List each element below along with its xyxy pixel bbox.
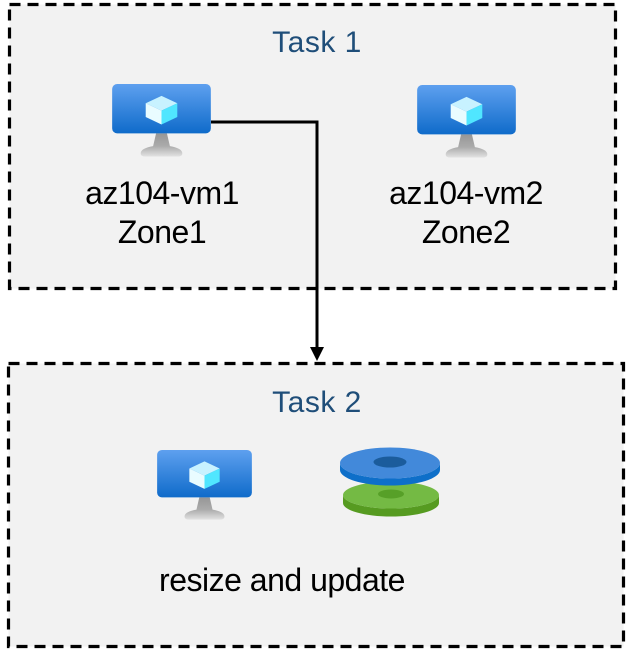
task1-title: Task 1 — [272, 26, 362, 59]
blue-disk-side — [340, 463, 440, 486]
cube-top-face — [189, 461, 220, 476]
vm-stand — [140, 133, 183, 157]
vm1-label: az104-vm1 Zone1 — [32, 174, 292, 252]
flow-arrow-line — [211, 120, 319, 348]
green-disk — [343, 481, 439, 517]
blue-disk-hole — [373, 456, 407, 468]
azure-vm-icon — [157, 450, 252, 520]
cube-left-face — [145, 103, 162, 125]
vm-stand — [445, 134, 488, 158]
flow-arrow-head — [310, 347, 324, 361]
cube-right-face — [466, 104, 483, 126]
task2-caption: resize and update — [159, 562, 405, 598]
green-disk-hole — [378, 489, 404, 499]
vm1-zone: Zone1 — [117, 214, 207, 250]
cube-right-face — [204, 468, 220, 489]
cube-right-face — [161, 103, 178, 125]
green-disk-side — [343, 495, 439, 517]
vm2-name: az104-vm2 — [389, 175, 543, 211]
blue-disk — [340, 447, 440, 486]
azure-vm-icon — [112, 84, 211, 157]
cube-left-face — [450, 104, 467, 126]
vm2-zone: Zone2 — [421, 214, 511, 250]
task2-title: Task 2 — [272, 386, 362, 419]
azure-managed-disks-icon — [340, 447, 440, 517]
vm2-label: az104-vm2 Zone2 — [336, 174, 596, 252]
azure-vm-icon — [417, 85, 516, 158]
task1-box — [7, 2, 618, 291]
cube-top-face — [450, 96, 483, 112]
task2-box — [6, 361, 626, 649]
cube-left-face — [189, 468, 205, 489]
vm-stand — [184, 497, 225, 520]
vm1-name: az104-vm1 — [85, 175, 239, 211]
